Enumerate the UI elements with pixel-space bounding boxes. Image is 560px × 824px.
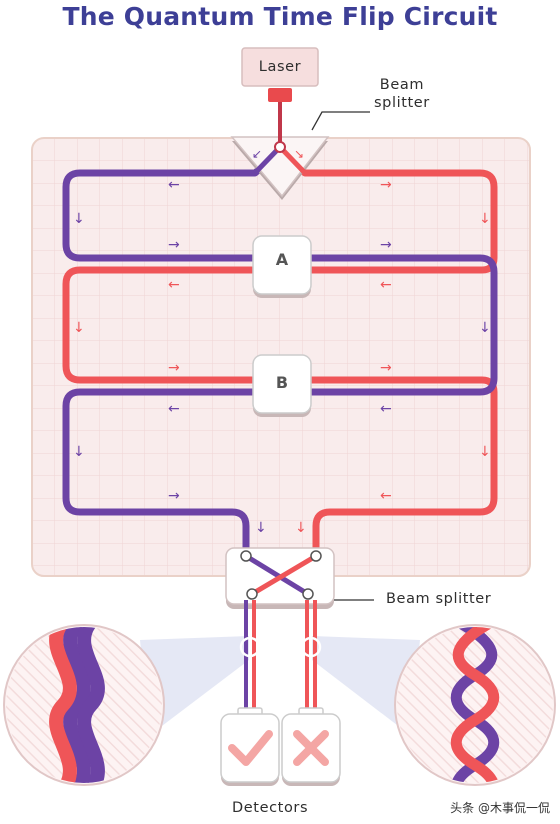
arrow-down-icon: ↓	[479, 320, 491, 336]
arrow-right-icon: →	[380, 360, 392, 376]
arrow-right-icon: →	[380, 177, 392, 193]
arrow-down-icon: ↓	[73, 444, 85, 460]
beam-splitter-top-label: Beam splitter	[374, 77, 430, 111]
watermark-text: 头条 @木事侃一侃	[450, 801, 550, 815]
magnifier-right	[394, 624, 556, 786]
arrow-left-icon: ←	[168, 277, 180, 293]
beam-splitter-bottom-label: Beam splitter	[386, 591, 492, 607]
beam-focus-left	[239, 636, 261, 658]
detector-right	[281, 707, 341, 786]
detector-left	[220, 707, 280, 786]
callout-line-top	[311, 111, 370, 131]
svg-text:↙: ↙	[252, 147, 262, 161]
arrow-down-icon: ↓	[295, 520, 307, 536]
arrow-right-icon: →	[380, 237, 392, 253]
box-a-label: A	[275, 250, 289, 269]
magnifier-cone-right	[312, 636, 420, 735]
svg-text:↘: ↘	[294, 147, 304, 161]
beam-focus-right	[300, 636, 322, 658]
output-beams	[244, 600, 317, 712]
cross-icon	[293, 730, 329, 766]
arrow-down-icon: ↓	[479, 444, 491, 460]
check-icon	[228, 730, 273, 766]
box-b	[252, 354, 312, 417]
purple-path-upper	[62, 156, 498, 560]
arrow-down-icon: ↓	[255, 520, 267, 536]
arrow-left-icon: ←	[168, 177, 180, 193]
detectors-label: Detectors	[232, 800, 309, 816]
diagram-title: The Quantum Time Flip Circuit	[62, 2, 498, 31]
arrow-down-icon: ↓	[73, 211, 85, 227]
arrow-down-icon: ↓	[73, 320, 85, 336]
arrow-left-icon: ←	[380, 401, 392, 417]
direction-arrows: ← → ↓ ↓ → → ← ← ↓ ↓ → → ← ← ↓ ↓ → ← ↓ ↓	[73, 177, 491, 536]
arrow-right-icon: →	[168, 237, 180, 253]
arrow-down-icon: ↓	[479, 211, 491, 227]
red-path-upper	[62, 156, 498, 560]
arrow-left-icon: ←	[168, 401, 180, 417]
magnifier-cone-left	[140, 636, 249, 735]
box-b-label: B	[275, 373, 289, 392]
box-a	[252, 235, 312, 298]
arrow-left-icon: ←	[380, 277, 392, 293]
magnifier-left	[3, 624, 165, 786]
bottom-beam-splitter	[225, 547, 335, 609]
arrow-right-icon: →	[168, 360, 180, 376]
top-beam-splitter: ↙ ↘	[230, 132, 330, 200]
arrow-right-icon: →	[168, 488, 180, 504]
arrow-left-icon: ←	[380, 488, 392, 504]
laser-label: Laser	[258, 59, 302, 75]
